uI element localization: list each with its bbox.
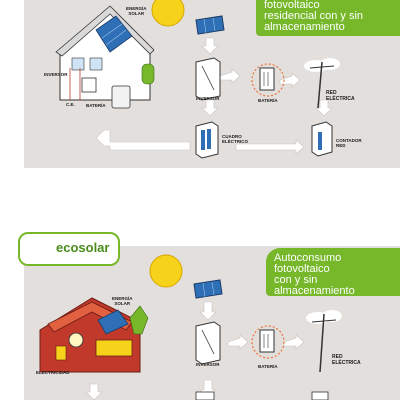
label-line: ENERGÍA xyxy=(126,6,147,11)
label-inverter-bottom: INVERSOR xyxy=(196,362,220,367)
label-solar-energy-bottom: ENERGÍA SOLAR xyxy=(112,296,133,306)
label-solar-energy-top: ENERGÍA SOLAR xyxy=(126,6,147,16)
label-meter: CONTADOR RED xyxy=(336,138,362,148)
label-line: RED xyxy=(336,143,346,148)
label-line: CUADRO xyxy=(222,134,242,139)
label-line: ELÉCTRICA xyxy=(326,96,355,102)
solar-panel-icon xyxy=(195,15,225,35)
sun-icon xyxy=(151,0,185,27)
inverter-box xyxy=(195,57,221,101)
label-line: SOLAR xyxy=(114,301,131,306)
bottom-title-line-2: fotovoltaico xyxy=(274,263,330,275)
label-battery-bottom: BATERÍA xyxy=(258,364,278,369)
inverter-box xyxy=(195,321,221,365)
bottom-title-line-3: con y sin xyxy=(274,274,318,286)
top-diagram-title: fotovoltaico residencial con y sin almac… xyxy=(256,0,400,36)
label-line: SOLAR xyxy=(128,11,145,16)
label-line: ENERGÍA xyxy=(112,296,133,301)
house-illustration xyxy=(39,297,149,373)
bottom-title-line-4: almacenamiento xyxy=(274,285,355,297)
house-illustration xyxy=(55,5,155,109)
label-line: CONTADOR xyxy=(336,138,362,143)
label-inverter: INVERSOR xyxy=(196,96,220,101)
solar-panel-icon xyxy=(193,279,223,299)
label-line: RED xyxy=(332,354,343,360)
flow-arrows-top xyxy=(95,37,333,155)
electrical-panel-box xyxy=(195,121,219,159)
label-electricity: ELECTRICIDAD xyxy=(36,370,70,375)
label-battery-house: BATERÍA xyxy=(86,103,106,108)
label-battery: BATERÍA xyxy=(258,98,278,103)
power-pole-icon xyxy=(304,58,340,109)
label-grid-bottom: RED ELÉCTRICA xyxy=(332,354,361,366)
label-inverter-house: INVERSOR xyxy=(44,72,68,77)
top-title-line-1: fotovoltaico xyxy=(264,0,320,11)
battery-circle xyxy=(251,63,285,97)
bottom-title-line-1: Autoconsumo xyxy=(274,252,342,264)
bottom-diagram-title: Autoconsumo fotovoltaico con y sin almac… xyxy=(266,248,400,297)
battery-circle xyxy=(251,325,285,359)
power-pole-icon xyxy=(306,310,342,373)
logo-name: ecosolar xyxy=(56,240,110,255)
top-title-line-2: residencial con y sin xyxy=(264,10,364,22)
ecosolar-logo: ecosolar xyxy=(18,232,120,266)
meter-box xyxy=(311,121,333,157)
top-title-line-3: almacenamiento xyxy=(264,21,345,33)
label-ce: C.E. xyxy=(66,102,75,107)
label-electrical-panel: CUADRO ELÉCTRICO xyxy=(222,134,248,144)
sun-icon xyxy=(149,254,183,288)
label-line: RED xyxy=(326,90,337,96)
label-grid: RED ELÉCTRICA xyxy=(326,90,355,102)
partial-boxes-bottom xyxy=(195,391,329,400)
label-line: ELÉCTRICA xyxy=(332,360,361,366)
label-line: ELÉCTRICO xyxy=(222,139,249,144)
